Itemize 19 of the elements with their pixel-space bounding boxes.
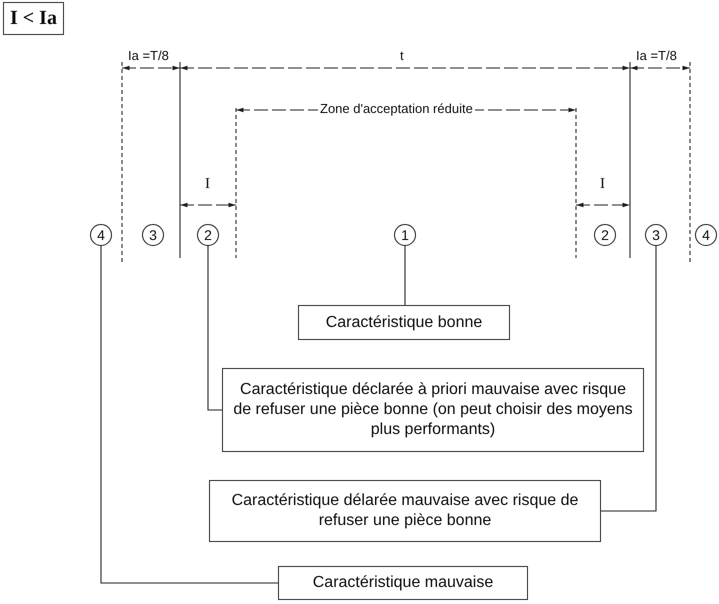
callout-number: 1 bbox=[394, 224, 416, 246]
dimension-label: Ia =T/8 bbox=[634, 48, 679, 63]
description-box: Caractéristique déclarée à priori mauvaise avec risque de refuser une pièce bonne (on peut choisir des moyens plus performants) bbox=[222, 368, 644, 452]
callout-number: 3 bbox=[645, 224, 667, 246]
leader-line bbox=[601, 246, 657, 512]
callout-number: 2 bbox=[197, 224, 219, 246]
dimension-label: Zone d'acceptation réduite bbox=[318, 101, 475, 116]
title: I < Ia bbox=[3, 2, 64, 35]
leader-line bbox=[404, 246, 406, 305]
callout-number: 4 bbox=[695, 224, 717, 246]
leader-line bbox=[100, 246, 278, 584]
callout-number: 4 bbox=[90, 224, 112, 246]
leader-line bbox=[207, 246, 222, 411]
callout-number: 3 bbox=[142, 224, 164, 246]
description-box: Caractéristique bonne bbox=[298, 305, 510, 340]
dimension-label: Ia =T/8 bbox=[126, 48, 171, 63]
callout-number: 2 bbox=[594, 224, 616, 246]
description-box: Caractéristique mauvaise bbox=[278, 566, 528, 600]
description-box: Caractéristique délarée mauvaise avec risque de refuser une pièce bonne bbox=[209, 480, 601, 542]
